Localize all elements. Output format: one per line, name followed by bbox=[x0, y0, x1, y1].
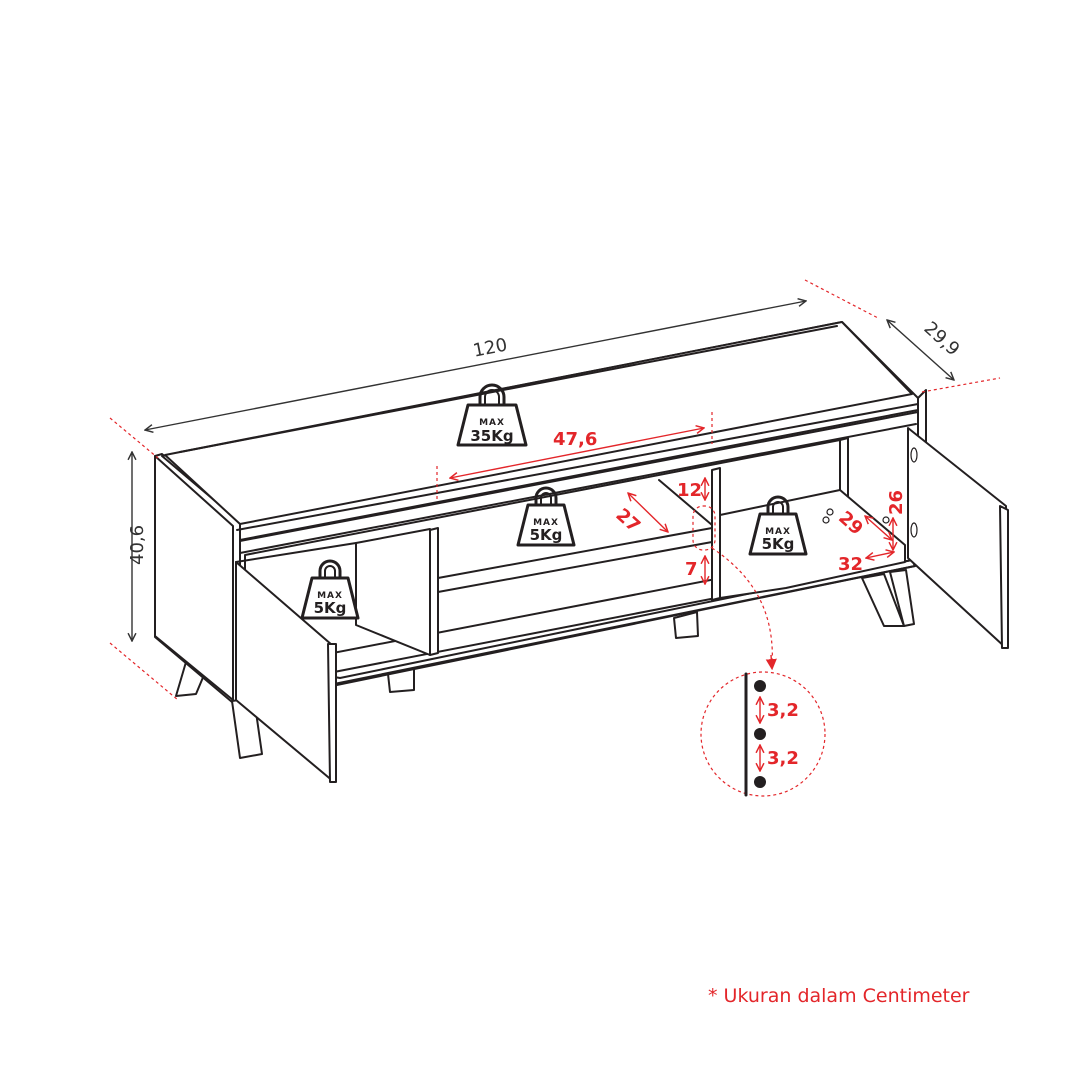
hole-1 bbox=[754, 680, 766, 692]
width-label: 120 bbox=[471, 334, 509, 361]
svg-text:5Kg: 5Kg bbox=[530, 526, 563, 544]
hole-spacing-label-2: 3,2 bbox=[767, 748, 799, 769]
right-door bbox=[907, 427, 1007, 649]
right-door-edge bbox=[999, 505, 1009, 649]
depth-label: 29,9 bbox=[920, 318, 964, 360]
width-dimension-line bbox=[145, 301, 806, 430]
bottom-gap-label: 7 bbox=[685, 559, 698, 580]
inner-width-line bbox=[450, 428, 704, 478]
units-footnote: * Ukuran dalam Centimeter bbox=[708, 985, 970, 1007]
hinge-lower bbox=[910, 522, 918, 538]
leg-back-right bbox=[889, 569, 915, 627]
svg-text:MAX: MAX bbox=[317, 591, 343, 601]
cabinet-width-line bbox=[866, 552, 894, 558]
weight-icon-right: MAX 5Kg bbox=[748, 495, 808, 556]
hole-spacing-label-1: 3,2 bbox=[767, 700, 799, 721]
weight-icon-middle: MAX 5Kg bbox=[516, 486, 576, 547]
inner-width-label: 47,6 bbox=[553, 429, 597, 450]
partition-mid-left bbox=[429, 527, 439, 656]
weight-icon-top: MAX 35Kg bbox=[456, 383, 528, 447]
cabinet-body bbox=[154, 321, 1009, 783]
left-door-edge bbox=[327, 643, 337, 783]
depth-dimension-line bbox=[887, 320, 954, 380]
svg-text:MAX: MAX bbox=[765, 527, 791, 537]
middle-shelf bbox=[437, 527, 713, 593]
detail-circle bbox=[700, 671, 826, 797]
svg-text:5Kg: 5Kg bbox=[762, 535, 795, 553]
hinge-upper bbox=[910, 447, 918, 463]
weight-icon-left: MAX 5Kg bbox=[300, 559, 360, 620]
shelf-hole-detail: 3,2 3,2 bbox=[700, 671, 826, 797]
detail-highlight bbox=[692, 505, 716, 551]
hole-3 bbox=[754, 776, 766, 788]
hole-2 bbox=[754, 728, 766, 740]
height-label: 40,6 bbox=[127, 525, 148, 565]
cabinet-width-label: 32 bbox=[838, 554, 863, 575]
cabinet-height-label: 26 bbox=[886, 490, 907, 515]
leg-back-mid bbox=[673, 611, 699, 639]
svg-text:35Kg: 35Kg bbox=[470, 427, 513, 445]
top-gap-label: 12 bbox=[677, 480, 702, 501]
svg-text:MAX: MAX bbox=[479, 418, 505, 428]
partition-mid-right bbox=[711, 467, 721, 601]
cabinet-depth-line bbox=[865, 516, 892, 540]
svg-text:5Kg: 5Kg bbox=[314, 599, 347, 617]
shelf-depth-line bbox=[628, 493, 668, 532]
svg-text:MAX: MAX bbox=[533, 518, 559, 528]
